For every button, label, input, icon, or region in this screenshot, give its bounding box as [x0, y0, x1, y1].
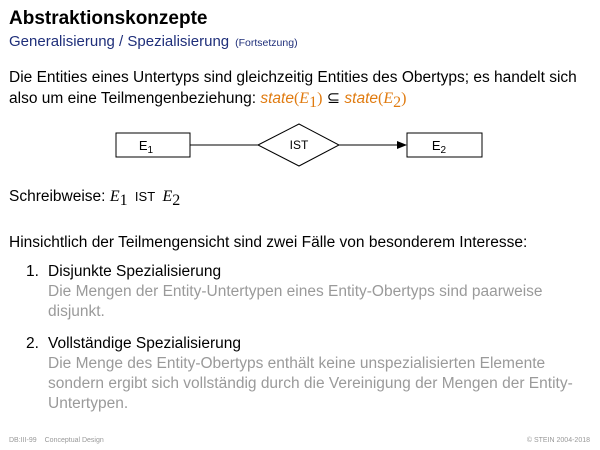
slide-subtitle: Generalisierung / Spezialisierung (Fortse… [9, 33, 298, 50]
entity-label-e2: E2 [432, 138, 447, 156]
state-e2: E [383, 90, 394, 107]
entity-label-e2-main: E [432, 138, 441, 153]
state-expression-1: state(E1) [260, 90, 323, 111]
entity-label-e1-main: E [139, 138, 148, 153]
list-item-heading: Disjunkte Spezialisierung [48, 263, 222, 280]
subtitle-text: Generalisierung / Spezialisierung [9, 33, 230, 50]
footer-left: DB:III-99 Conceptual Design [9, 437, 112, 444]
paren-close-2: ) [401, 90, 407, 107]
notation-e2: E [162, 188, 173, 205]
list-item-description: Die Mengen der Entity-Untertypen eines E… [48, 283, 543, 320]
paren-open-2: ( [378, 90, 384, 107]
notation-e1: E [109, 188, 120, 205]
intro-line-2: also um eine Teilmengenbeziehung: state(… [9, 88, 594, 113]
state-word-1: state [260, 90, 294, 107]
er-diagram: E1 IST E2 [115, 123, 483, 167]
footer-slide-id: DB:III-99 [9, 437, 37, 444]
entity-box-e1 [115, 132, 191, 158]
list-item-number: 2. [26, 335, 39, 352]
notation-e2-sub: 2 [172, 192, 181, 210]
subtitle-note: (Fortsetzung) [235, 37, 298, 49]
list-item-number: 1. [26, 263, 39, 280]
slide-title: Abstraktionskonzepte [9, 8, 208, 29]
relationship-diamond [256, 123, 341, 167]
state-expression-2: state(E2) [344, 90, 407, 111]
state-e1-sub: 1 [309, 94, 318, 112]
state-word-2: state [344, 90, 379, 107]
relationship-label: IST [290, 138, 309, 152]
notation-label: Schreibweise: [9, 188, 106, 205]
footer-section: Conceptual Design [44, 437, 104, 444]
entity-label-e2-sub: 2 [441, 145, 447, 156]
entity-label-e1-sub: 1 [148, 145, 154, 156]
cases-intro: Hinsichtlich der Teilmengensicht sind zw… [9, 234, 528, 251]
entity-box-e2 [406, 132, 483, 158]
paren-close-1: ) [317, 90, 323, 107]
notation-e1-sub: 1 [119, 192, 128, 210]
subset-symbol: ⊆ [326, 90, 341, 107]
list-item-heading: Vollständige Spezialisierung [48, 335, 242, 352]
paren-open-1: ( [293, 90, 300, 107]
notation-line: Schreibweise: E1 IST E2 [9, 188, 180, 210]
list-item-description: Die Menge des Entity-Obertyps enthält ke… [48, 355, 573, 412]
intro-line-1: Die Entities eines Untertyps sind gleich… [9, 69, 577, 86]
notation-ist: IST [134, 189, 156, 204]
state-e1: E [299, 90, 310, 107]
entity-label-e1: E1 [139, 138, 154, 156]
intro-paragraph: Die Entities eines Untertyps sind gleich… [9, 67, 594, 113]
footer-copyright: © STEIN 2004-2018 [526, 437, 590, 444]
state-e2-sub: 2 [393, 94, 402, 112]
arrow-head [397, 141, 407, 149]
intro-line-2-text: also um eine Teilmengenbeziehung: [9, 90, 261, 107]
